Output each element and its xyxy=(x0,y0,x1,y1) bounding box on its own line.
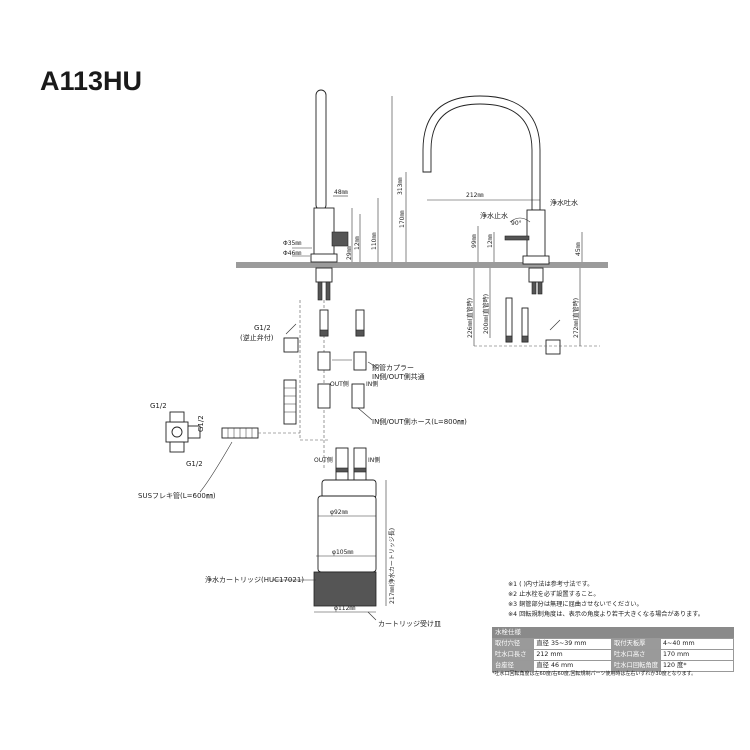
label-check-valve: (逆止弁付) xyxy=(240,333,274,342)
dim-d35: Φ35㎜ xyxy=(283,240,301,247)
notes: ※1 ( )内寸法は参考寸法です。 ※2 止水栓を必ず設置すること。 ※3 銅管… xyxy=(508,580,743,620)
label-cartridge: 浄水カートリッジ(HUC17021) xyxy=(205,575,304,584)
dim-110: 110㎜ xyxy=(371,233,378,250)
dim-29: 29㎜ xyxy=(346,246,353,260)
dim-48: 48㎜ xyxy=(334,189,348,196)
dim-272: 272㎜(直管時) xyxy=(572,298,580,338)
dim-212: 212㎜ xyxy=(466,192,483,199)
note-2: ※2 止水栓を必ず設置すること。 xyxy=(508,591,600,598)
dim-12b: 12㎜ xyxy=(487,234,494,248)
label-stop: 浄水止水 xyxy=(480,211,508,220)
countertop xyxy=(236,262,608,268)
model-title: A113HU xyxy=(40,66,143,96)
dim-d112: φ112㎜ xyxy=(334,605,355,612)
label-g12-a: G1/2 xyxy=(150,402,167,410)
dim-200: 200㎜(直管時) xyxy=(482,294,490,334)
label-in-side: IN側 xyxy=(366,380,378,388)
note-1: ※1 ( )内寸法は参考寸法です。 xyxy=(508,581,594,588)
label-coupler: 銅管カプラー xyxy=(372,363,414,372)
label-hose: IN側/OUT側ホース(L=800㎜) xyxy=(372,417,467,426)
label-in-side2: IN側 xyxy=(368,456,380,464)
dim-45: 45㎜ xyxy=(575,242,582,256)
label-out-side: OUT側 xyxy=(330,380,349,388)
dim-170: 170㎜ xyxy=(399,211,406,228)
label-in-out-common: IN側/OUT側共通 xyxy=(372,372,425,381)
label-sus-flex: SUSフレキ管(L=600㎜) xyxy=(138,491,216,500)
label-g12-check: G1/2 xyxy=(254,324,271,332)
dim-d46: Φ46㎜ xyxy=(283,250,301,257)
faucet-front-view xyxy=(422,95,550,295)
dim-angle: 90° xyxy=(511,220,522,227)
dim-226: 226㎜(直管時) xyxy=(466,298,474,338)
dim-217: 217㎜(浄水カートリッジ長) xyxy=(388,528,396,604)
dim-d105: φ105㎜ xyxy=(332,549,353,556)
note-3: ※3 銅管部分は無理に屈曲させないでください。 xyxy=(508,601,643,608)
label-g12-c: G1/2 xyxy=(186,460,203,468)
label-g12-b: G1/2 xyxy=(197,415,205,432)
note-4: ※4 回転規制角度は、表示の角度より若干大きくなる場合があります。 xyxy=(508,611,704,618)
spec-footnote: *吐水口回転角度は左60度/右60度,回転規制パーツ使用時は左右いずれか30度と… xyxy=(492,671,697,677)
label-outlet: 浄水吐水 xyxy=(550,198,578,207)
spec-heading: 水栓仕様 xyxy=(492,627,734,638)
faucet-side-view xyxy=(310,89,349,301)
dim-12: 12㎜ xyxy=(354,236,361,250)
label-out-side2: OUT側 xyxy=(314,456,333,464)
dim-d92: φ92㎜ xyxy=(330,509,348,516)
dim-99: 99㎜ xyxy=(471,234,478,248)
label-tray: カートリッジ受け皿 xyxy=(378,619,441,628)
cartridge-body xyxy=(317,495,377,573)
cartridge-tray xyxy=(313,571,377,607)
dim-313: 313㎜ xyxy=(397,178,404,195)
